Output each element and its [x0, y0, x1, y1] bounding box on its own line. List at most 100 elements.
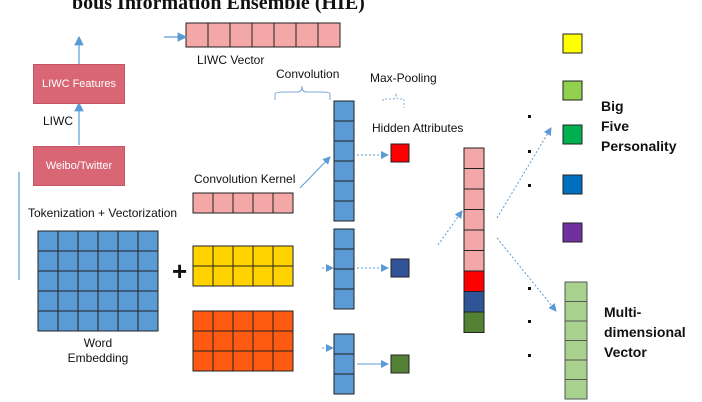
pooled-green — [390, 354, 410, 374]
plus-sign: + — [172, 256, 188, 286]
liwc-vector-cell — [317, 22, 341, 48]
orange-kernel-cell — [232, 350, 254, 372]
hidden-vector-cell — [463, 209, 485, 231]
conv-map-2-cell — [333, 248, 355, 270]
orange-kernel-cell — [212, 310, 234, 332]
word-embedding-cell — [37, 230, 59, 252]
word-embedding-cell — [77, 250, 99, 272]
max-pooling-label: Max-Pooling — [370, 71, 437, 85]
conv-kernel-cell — [252, 192, 274, 214]
hidden-vector-cell — [463, 229, 485, 251]
liwc-label: LIWC — [43, 114, 73, 128]
word-embedding-cell — [137, 310, 159, 332]
personality-swatch — [562, 222, 583, 243]
ellipsis-dot — [528, 115, 531, 118]
word-embedding-cell — [97, 230, 119, 252]
personality-swatch — [562, 33, 583, 54]
orange-kernel-cell — [192, 350, 214, 372]
personality-swatch — [562, 80, 583, 101]
conv-map-2-cell — [333, 268, 355, 290]
figure-title: bous Information Ensemble (HIE) — [72, 0, 365, 14]
word-embedding-cell — [57, 290, 79, 312]
word-embedding-cell — [57, 270, 79, 292]
hidden-vector-cell — [463, 188, 485, 210]
orange-kernel-cell — [252, 330, 274, 352]
orange-kernel-cell — [252, 310, 274, 332]
hidden-attributes-label: Hidden Attributes — [372, 121, 464, 135]
yellow-kernel-cell — [272, 265, 294, 287]
yellow-kernel-cell — [252, 245, 274, 267]
conv-map-2-cell — [333, 288, 355, 310]
ellipsis-dot — [528, 354, 531, 357]
yellow-kernel-cell — [192, 265, 214, 287]
word-embedding-cell — [77, 230, 99, 252]
liwc-vector-cell — [273, 22, 297, 48]
word-embedding-cell — [57, 250, 79, 272]
word-embedding-cell — [137, 270, 159, 292]
liwc-vector-cell — [229, 22, 253, 48]
multi-vector-cell — [564, 320, 588, 341]
arrow-to-hidden-vector — [437, 210, 463, 246]
embedding-label: Embedding — [67, 351, 129, 365]
conv-map-1-cell — [333, 180, 355, 202]
hidden-vector-cell — [463, 168, 485, 190]
personality-swatch — [562, 174, 583, 195]
conv-map-1-cell — [333, 200, 355, 222]
orange-kernel-cell — [232, 330, 254, 352]
multi-vector-label-line3: Vector — [604, 344, 647, 360]
word-embedding-cell — [137, 290, 159, 312]
orange-kernel-cell — [192, 330, 214, 352]
weibo-twitter-box: Weibo/Twitter — [33, 146, 125, 186]
arrow-to-conv-1 — [299, 156, 331, 189]
conv-map-2-cell — [333, 228, 355, 250]
hidden-vector-cell — [463, 250, 485, 272]
yellow-kernel-cell — [212, 265, 234, 287]
word-embedding-cell — [97, 290, 119, 312]
yellow-kernel-cell — [252, 265, 274, 287]
multi-vector-label-line2: dimensional — [604, 324, 686, 340]
word-embedding-cell — [77, 270, 99, 292]
liwc-vector-cell — [207, 22, 231, 48]
pooled-red — [390, 143, 410, 163]
word-embedding-cell — [37, 270, 59, 292]
multi-vector-cell — [564, 340, 588, 361]
ellipsis-dot — [528, 287, 531, 290]
yellow-kernel-cell — [192, 245, 214, 267]
word-embedding-cell — [97, 250, 119, 272]
orange-kernel-cell — [212, 350, 234, 372]
yellow-kernel-cell — [232, 265, 254, 287]
convolution-label: Convolution — [276, 67, 340, 81]
personality-swatch — [562, 124, 583, 145]
conv-map-1-cell — [333, 160, 355, 182]
conv-kernel-cell — [232, 192, 254, 214]
word-embedding-cell — [57, 310, 79, 332]
yellow-kernel-cell — [212, 245, 234, 267]
multi-vector-cell — [564, 301, 588, 322]
max-pooling-bracket — [382, 92, 405, 108]
word-embedding-cell — [117, 230, 139, 252]
ellipsis-dot — [528, 320, 531, 323]
conv-kernel-cell — [192, 192, 214, 214]
pooled-navy — [390, 258, 410, 278]
orange-kernel-cell — [272, 310, 294, 332]
arrow-to-big-five — [496, 127, 552, 219]
word-embedding-cell — [137, 230, 159, 252]
word-embedding-cell — [97, 270, 119, 292]
big-five-label-line3: Personality — [601, 138, 677, 154]
conv-kernel-cell — [212, 192, 234, 214]
hidden-vector-cell — [463, 311, 485, 333]
word-embedding-cell — [117, 250, 139, 272]
multi-vector-label-line1: Multi- — [604, 304, 642, 320]
conv-map-1-cell — [333, 120, 355, 142]
liwc-vector-label: LIWC Vector — [197, 53, 265, 67]
convolution-kernel-label: Convolution Kernel — [194, 172, 296, 186]
word-embedding-cell — [117, 290, 139, 312]
ellipsis-dot — [528, 184, 531, 187]
liwc-features-box: LIWC Features — [33, 64, 125, 104]
orange-kernel-cell — [272, 350, 294, 372]
multi-vector-cell — [564, 379, 588, 400]
orange-kernel-cell — [252, 350, 274, 372]
conv-map-1-cell — [333, 140, 355, 162]
word-embedding-cell — [37, 250, 59, 272]
conv-map-1-cell — [333, 100, 355, 122]
